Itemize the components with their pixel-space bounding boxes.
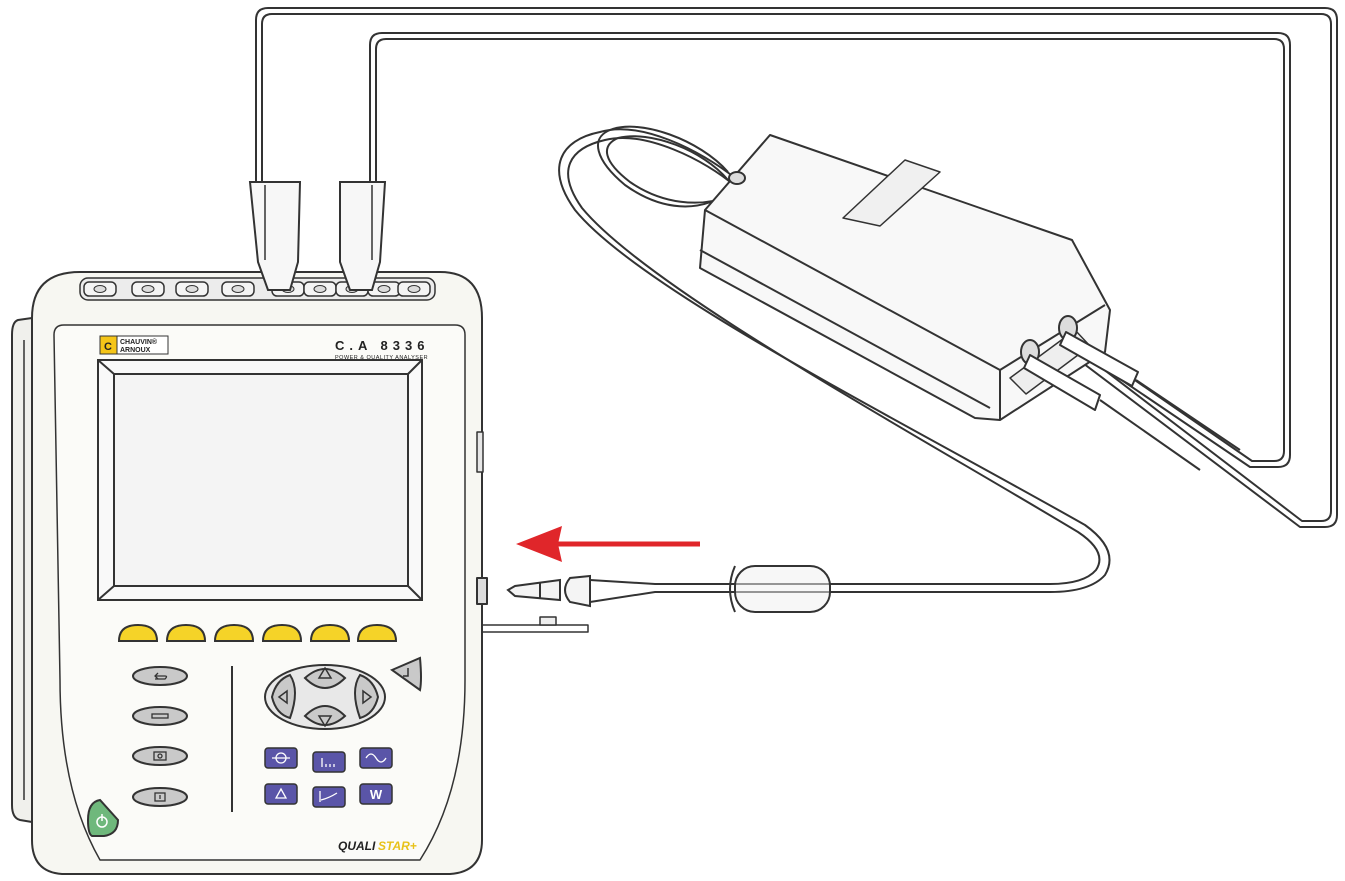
chauvin-arnoux-logo: C CHAUVIN® ARNOUX [99,335,169,355]
model-label: C.A 8336 [335,338,429,353]
svg-text:QUALI: QUALI [338,839,376,853]
svg-text:STAR+: STAR+ [378,839,417,853]
input-socket[interactable] [397,281,431,297]
svg-text:C: C [104,341,112,353]
key-w-label: W [370,787,383,802]
yellow-function-key[interactable] [165,623,207,642]
function-keys [117,623,398,642]
input-socket[interactable] [131,281,165,297]
snapshot-icon [153,751,167,761]
snapshot-button[interactable] [132,746,188,766]
trend-mode-button[interactable] [312,786,346,808]
brand-line-1: CHAUVIN® [120,338,158,346]
power-mode-button[interactable]: W [359,783,393,805]
mode-keys: W [264,747,393,808]
model-subtitle: POWER & QUALITY ANALYSER [335,355,428,361]
hand-strap [11,317,33,823]
config-button[interactable] [132,706,188,726]
yellow-function-key[interactable] [213,623,255,642]
side-jack-socket[interactable] [476,577,488,605]
brand-line-2: ARNOUX [120,347,151,354]
enter-icon [403,668,409,677]
power-adapter [699,134,1241,471]
arrow-left-icon [277,689,288,705]
insert-direction-arrow [516,526,700,562]
waveform-mode-button[interactable] [264,747,298,769]
yellow-function-key[interactable] [261,623,303,642]
return-button[interactable] [132,666,188,686]
input-socket[interactable] [221,281,255,297]
transient-mode-button[interactable] [359,747,393,769]
ferrite-bead [734,565,831,613]
power-button[interactable] [86,798,120,837]
side-keys [132,666,188,807]
input-socket[interactable] [83,281,117,297]
jack-plug-assembly [506,565,831,613]
enter-button[interactable] [389,656,422,692]
yellow-function-key[interactable] [356,623,398,642]
input-socket[interactable] [175,281,209,297]
transient-mode-icon [365,753,387,763]
config-icon [151,713,169,719]
return-icon [154,672,168,680]
yellow-function-key[interactable] [309,623,351,642]
navigation-pad [264,664,386,730]
probe-lead-loops [255,7,1338,528]
arrow-up-icon [317,666,333,679]
power-mode-icon: W [370,787,383,802]
yellow-function-key[interactable] [117,623,159,642]
nav-left-button[interactable] [270,673,296,720]
adapter-cable [558,125,1111,593]
probe-plugs [248,181,387,291]
alarm-mode-icon [274,787,288,799]
harmonics-mode-button[interactable] [312,751,346,773]
help-button[interactable] [132,787,188,807]
trend-mode-icon [319,791,338,802]
product-name: QUALI STAR+ [338,839,417,853]
arrow-down-icon [317,715,333,728]
lcd-screen [97,359,423,601]
harmonics-mode-icon [321,758,335,767]
nav-right-button[interactable] [354,673,380,720]
arrow-right-icon [362,689,373,705]
input-socket[interactable] [303,281,337,297]
alarm-mode-button[interactable] [264,783,298,805]
jack-plug[interactable] [564,574,591,608]
waveform-mode-icon [272,752,290,764]
help-icon [154,792,166,802]
